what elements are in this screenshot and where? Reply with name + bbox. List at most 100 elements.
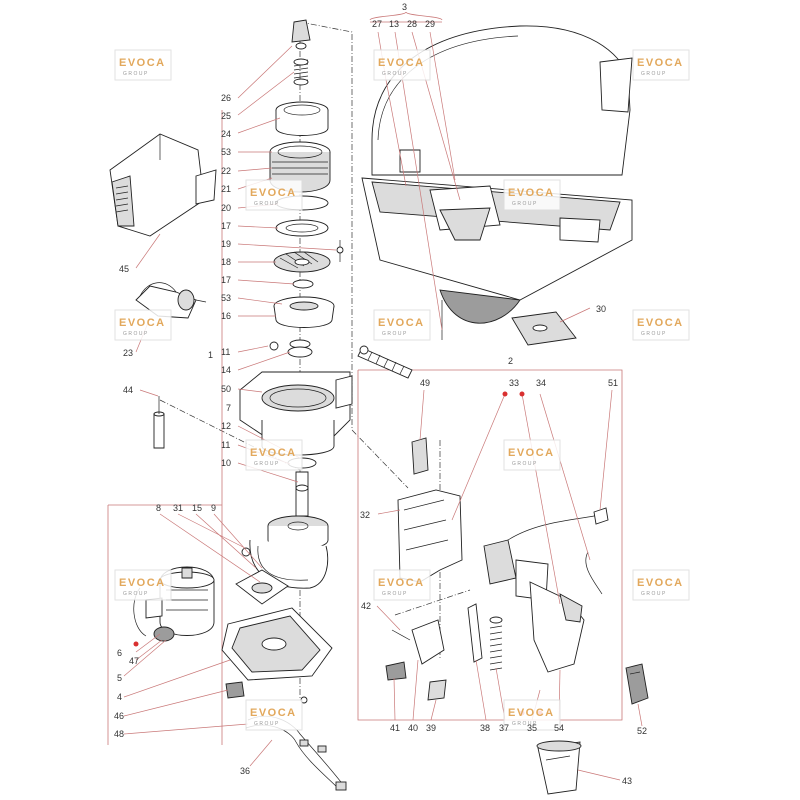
watermark: EVOCA GROUP [632, 49, 690, 81]
part-label: 53 [221, 293, 231, 303]
part-label: 10 [221, 458, 231, 468]
part-label: 11 [221, 347, 230, 357]
part-label: 16 [221, 311, 231, 321]
part-label: 17 [221, 275, 231, 285]
part-label: 20 [221, 203, 231, 213]
part-label: 26 [221, 93, 231, 103]
svg-text:GROUP: GROUP [641, 591, 667, 597]
part-label: 24 [221, 129, 231, 139]
part-label: 43 [622, 776, 632, 786]
part-label: 8 [156, 503, 161, 513]
dosing-gate-part [511, 311, 577, 346]
part-label: 31 [173, 503, 183, 513]
part-label: 19 [221, 239, 231, 249]
part-label: 15 [192, 503, 202, 513]
watermark: EVOCA GROUP [373, 49, 431, 81]
svg-text:EVOCA: EVOCA [508, 187, 555, 199]
pin-part [153, 396, 165, 449]
part-label: 13 [389, 19, 399, 29]
part-label: 53 [221, 147, 231, 157]
watermark: EVOCA GROUP [632, 569, 690, 601]
part-label: 25 [221, 111, 231, 121]
part-label: 42 [361, 601, 371, 611]
svg-text:EVOCA: EVOCA [378, 577, 425, 589]
svg-text:EVOCA: EVOCA [250, 447, 297, 459]
dosing-auger-part [357, 345, 413, 379]
watermark: EVOCA GROUP [114, 309, 172, 341]
part-label: 5 [117, 673, 122, 683]
watermark: EVOCA GROUP [245, 699, 303, 731]
hopper-canister-part [361, 25, 633, 340]
part-label: 23 [123, 348, 133, 358]
svg-text:EVOCA: EVOCA [119, 317, 166, 329]
part-label: 52 [637, 726, 647, 736]
watermarks: EVOCA GROUP EVOCA GROUP EVOCA GROUP EVOC… [114, 49, 690, 731]
part-label: 38 [480, 723, 490, 733]
svg-text:EVOCA: EVOCA [250, 187, 297, 199]
svg-text:GROUP: GROUP [512, 201, 538, 207]
svg-text:GROUP: GROUP [641, 71, 667, 77]
svg-text:GROUP: GROUP [254, 201, 280, 207]
base-tray-part [221, 607, 333, 704]
grinder-body-part [239, 371, 353, 456]
svg-text:GROUP: GROUP [641, 331, 667, 337]
part-label: 32 [360, 510, 370, 520]
part-label: 45 [119, 264, 129, 274]
svg-text:EVOCA: EVOCA [508, 707, 555, 719]
watermark: EVOCA GROUP [373, 309, 431, 341]
svg-text:GROUP: GROUP [512, 721, 538, 727]
part-label: 11 [221, 440, 230, 450]
part-label: 40 [408, 723, 418, 733]
watermark: EVOCA GROUP [114, 49, 172, 81]
part-label: 34 [536, 378, 546, 388]
motor-plate-part [235, 547, 289, 605]
dispenser-group [385, 437, 609, 701]
part-label: 6 [117, 648, 122, 658]
marker-dot [502, 391, 508, 397]
svg-text:EVOCA: EVOCA [119, 577, 166, 589]
part-label: 9 [211, 503, 216, 513]
group-frames [107, 21, 623, 745]
watermark: EVOCA GROUP [503, 179, 561, 211]
part-label: 54 [554, 723, 564, 733]
dosing-cup-part [536, 740, 582, 795]
part-label: 29 [425, 19, 435, 29]
part-label: 12 [221, 421, 231, 431]
part-label: 18 [221, 257, 231, 267]
svg-text:GROUP: GROUP [123, 331, 149, 337]
svg-text:GROUP: GROUP [382, 331, 408, 337]
watermark: EVOCA GROUP [245, 179, 303, 211]
part-label: 7 [226, 403, 231, 413]
part-label: 14 [221, 365, 231, 375]
watermark: EVOCA GROUP [114, 569, 172, 601]
svg-text:GROUP: GROUP [382, 591, 408, 597]
part-labels: 3 27 13 28 29 26 25 24 53 22 21 20 17 19… [114, 2, 647, 786]
svg-text:GROUP: GROUP [382, 71, 408, 77]
part-label: 1 [208, 350, 213, 360]
part-label: 2 [508, 356, 513, 366]
svg-text:GROUP: GROUP [254, 461, 280, 467]
watermark: EVOCA GROUP [373, 569, 431, 601]
marker-dot [519, 391, 525, 397]
red-marker-dots [133, 391, 543, 716]
label-bracket [369, 11, 443, 21]
part-label: 21 [221, 184, 231, 194]
part-label: 47 [129, 656, 139, 666]
part-label: 39 [426, 723, 436, 733]
watermark: EVOCA GROUP [245, 439, 303, 471]
part-label: 49 [420, 378, 430, 388]
marker-dot [133, 641, 139, 647]
part-label: 41 [390, 723, 400, 733]
part-label: 46 [114, 711, 124, 721]
motor-cover-part [109, 133, 217, 237]
part-label: 4 [117, 692, 122, 702]
svg-text:GROUP: GROUP [123, 591, 149, 597]
watermark: EVOCA GROUP [632, 309, 690, 341]
part-label: 35 [527, 723, 537, 733]
side-microswitch-part [625, 663, 649, 705]
part-label: 36 [240, 766, 250, 776]
part-label: 37 [499, 723, 509, 733]
part-label: 22 [221, 166, 231, 176]
part-label: 48 [114, 729, 124, 739]
